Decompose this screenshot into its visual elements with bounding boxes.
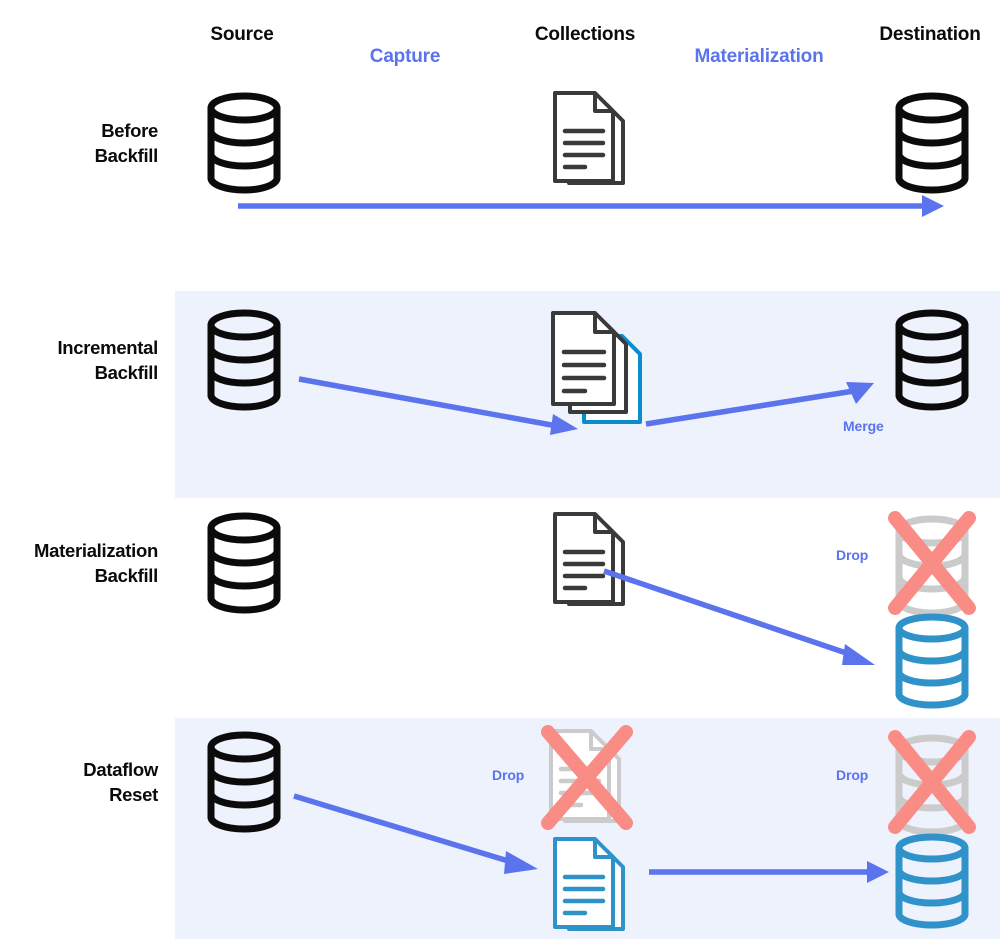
destination-database-dropped-icon-materialization-backfill <box>888 511 976 620</box>
collections-document-icon-materialization-backfill <box>551 510 627 614</box>
row-label-line-1: Dataflow <box>83 759 158 780</box>
source-database-icon-materialization-backfill <box>207 512 281 614</box>
flow-arrow-source-to-collections-dataflow-reset <box>290 790 550 880</box>
row-label-line-2: Backfill <box>94 145 159 166</box>
flow-arrow-collections-to-destination-dataflow-reset <box>645 859 895 885</box>
drop-x-mark <box>888 730 976 834</box>
flow-arrow-collections-to-destination-incremental <box>642 380 882 432</box>
source-database-icon-dataflow-reset <box>207 731 281 833</box>
annotation-drop-collections-dataflow-reset: Drop <box>492 767 525 783</box>
annotation-drop-destination-dataflow-reset: Drop <box>836 767 869 783</box>
row-label-before-backfill: Before Backfill <box>0 118 159 168</box>
column-header-destination: Destination <box>879 24 981 45</box>
drop-x-mark <box>888 511 976 615</box>
row-label-dataflow-reset: Dataflow Reset <box>0 757 158 807</box>
column-header-source: Source <box>210 24 274 45</box>
flow-arrow-source-to-collections-incremental <box>295 370 585 440</box>
destination-database-rebuilt-icon-materialization-backfill <box>893 612 971 712</box>
row-label-line-2: Reset <box>109 784 158 805</box>
phase-label-materialization: Materialization <box>694 46 824 67</box>
source-database-icon-before-backfill <box>207 92 281 194</box>
row-label-line-2: Backfill <box>94 362 159 383</box>
row-label-line-2: Backfill <box>94 565 159 586</box>
row-label-line-1: Materialization <box>34 540 158 561</box>
destination-database-rebuilt-icon-dataflow-reset <box>893 832 971 932</box>
source-database-icon-incremental-backfill <box>207 309 281 411</box>
annotation-merge: Merge <box>843 418 884 434</box>
flow-arrow-collections-to-destination-materialization <box>600 565 890 675</box>
flow-arrow-source-to-destination <box>232 192 948 220</box>
destination-database-icon-before-backfill <box>895 92 969 194</box>
row-label-materialization-backfill: Materialization Backfill <box>0 538 158 588</box>
collections-document-icon-before-backfill <box>551 89 627 193</box>
collections-document-rebuilt-icon-dataflow-reset <box>551 835 627 939</box>
annotation-drop-destination-materialization: Drop <box>836 547 869 563</box>
drop-x-mark <box>541 725 633 830</box>
destination-database-dropped-icon-dataflow-reset <box>888 730 976 839</box>
collections-document-stack-icon-incremental-backfill <box>548 308 656 430</box>
collections-document-dropped-icon-dataflow-reset <box>541 725 633 831</box>
destination-database-icon-incremental-backfill <box>895 309 969 411</box>
row-label-line-1: Incremental <box>57 337 158 358</box>
row-label-line-1: Before <box>101 120 158 141</box>
phase-label-capture: Capture <box>369 46 441 67</box>
column-header-collections: Collections <box>534 24 636 45</box>
row-label-incremental-backfill: Incremental Backfill <box>0 335 158 385</box>
